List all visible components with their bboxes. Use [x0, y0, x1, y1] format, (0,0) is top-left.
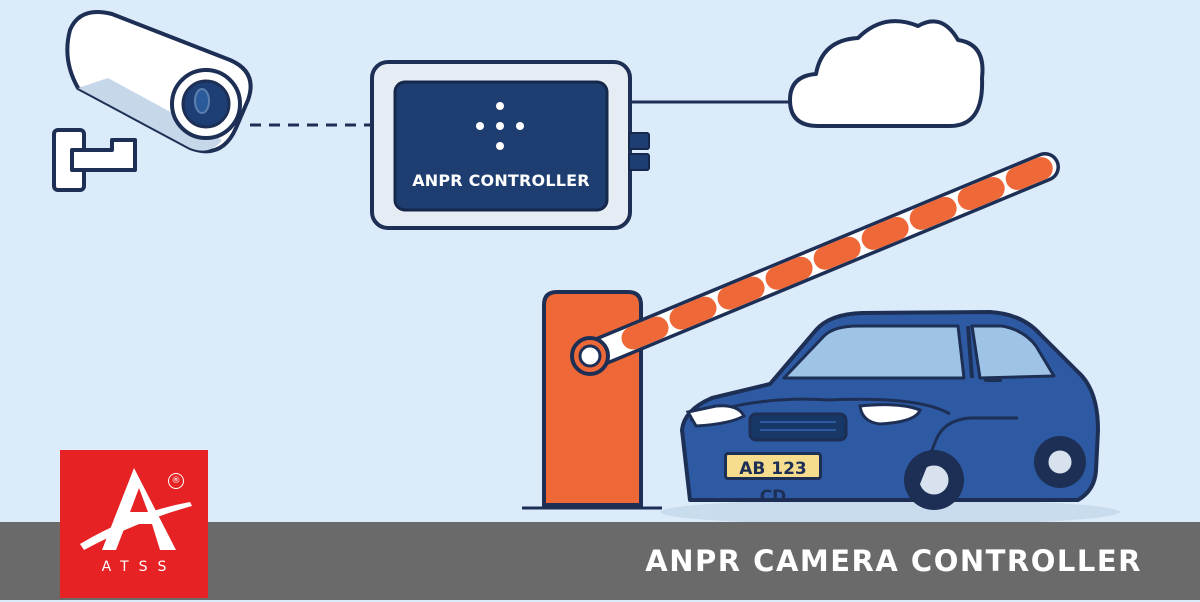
atss-logo-mark	[80, 468, 192, 550]
license-plate: AB 123 CD	[724, 452, 822, 507]
controller-box	[370, 60, 650, 230]
car-shadow	[660, 499, 1120, 525]
controller-label: ANPR CONTROLLER	[412, 171, 590, 190]
registered-mark: ®	[168, 473, 184, 489]
barrier-gate-icon	[542, 152, 1060, 507]
logo-text: ATSS	[101, 559, 177, 575]
atss-logo: ® ATSS	[60, 450, 208, 598]
footer-title: ANPR CAMERA CONTROLLER	[645, 544, 1142, 578]
cctv-camera-icon	[52, 10, 253, 192]
cloud-icon	[788, 19, 985, 128]
